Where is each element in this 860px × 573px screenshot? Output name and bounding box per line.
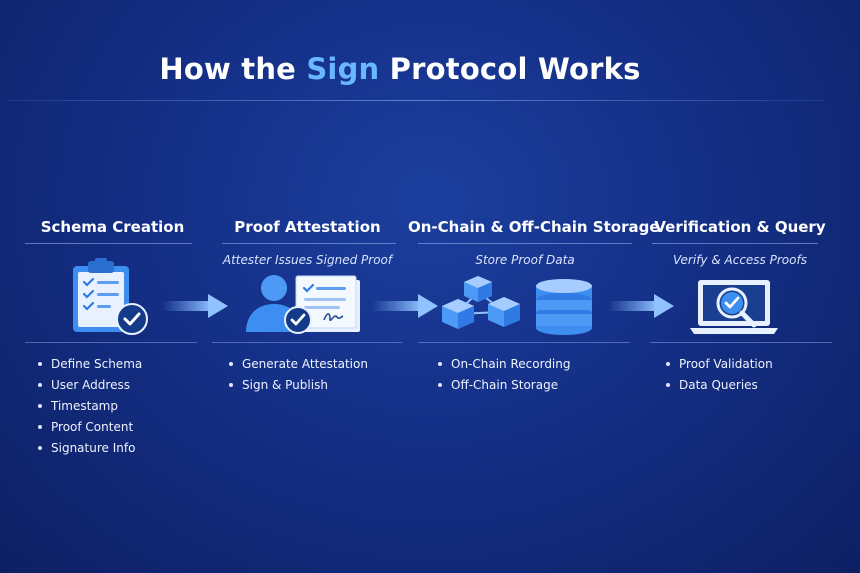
list-item: Proof Validation (666, 354, 773, 375)
list-item: Proof Content (38, 417, 142, 438)
database-icon (536, 279, 592, 335)
bullet-dot (229, 382, 233, 387)
list-item: Data Queries (666, 375, 773, 396)
bullet-dot (666, 382, 670, 387)
title-divider (8, 100, 824, 101)
bullet-dot (38, 445, 42, 450)
list-item: Define Schema (38, 354, 142, 375)
stage-divider (25, 342, 197, 343)
list-item: On-Chain Recording (438, 354, 571, 375)
bullet-dot (38, 424, 42, 429)
stage-title-rule (25, 243, 192, 244)
stage-items-storage: On-Chain Recording Off-Chain Storage (438, 354, 571, 396)
stage-subtitle: Store Proof Data (475, 253, 575, 267)
stage-items-verification: Proof Validation Data Queries (666, 354, 773, 396)
bullet-dot (38, 382, 42, 387)
title-prefix: How the (159, 52, 307, 86)
title-accent: Sign (306, 52, 380, 86)
stage-title-rule (222, 243, 396, 244)
list-item: Timestamp (38, 396, 142, 417)
stage-subtitle: Attester Issues Signed Proof (222, 253, 393, 267)
list-item: Signature Info (38, 438, 142, 459)
title-suffix: Protocol Works (379, 52, 641, 86)
stage-verification: Verification & Query Verify & Access Pro… (645, 0, 835, 573)
stage-storage: On-Chain & Off-Chain Storage Store Proof… (408, 0, 660, 573)
list-item: Off-Chain Storage (438, 375, 571, 396)
bullet-dot (438, 382, 442, 387)
list-item: Generate Attestation (229, 354, 368, 375)
bullet-dot (229, 361, 233, 366)
attester-document-icon (246, 275, 360, 334)
list-item: User Address (38, 375, 142, 396)
stage-items-attestation: Generate Attestation Sign & Publish (229, 354, 368, 396)
stage-title: Schema Creation (40, 218, 185, 236)
flow-arrow-icon (162, 294, 228, 318)
stage-schema-creation: Schema Creation (20, 0, 205, 573)
stage-divider (650, 342, 832, 343)
stage-proof-attestation: Proof Attestation Attester Issues Signed… (215, 0, 400, 573)
laptop-verify-icon (690, 280, 778, 334)
stage-title-rule (652, 243, 818, 244)
clipboard-check-icon (73, 258, 148, 335)
flow-arrow-icon (372, 294, 438, 318)
page-title: How the Sign Protocol Works (0, 52, 800, 86)
bullet-dot (38, 403, 42, 408)
stage-title: Verification & Query (654, 218, 826, 236)
bullet-dot (666, 361, 670, 366)
blocks-database-icon (442, 276, 592, 335)
bullet-dot (438, 361, 442, 366)
stage-title: Proof Attestation (234, 218, 381, 236)
stage-divider (212, 342, 402, 343)
stage-subtitle: Verify & Access Proofs (673, 253, 807, 267)
list-item: Sign & Publish (229, 375, 368, 396)
stage-items-schema: Define Schema User Address Timestamp Pro… (38, 354, 142, 459)
stage-title-rule (418, 243, 632, 244)
bullet-dot (38, 361, 42, 366)
flow-arrow-icon (608, 294, 674, 318)
stage-divider (418, 342, 630, 343)
stage-title: On-Chain & Off-Chain Storage (408, 218, 660, 236)
blockchain-blocks-icon (442, 276, 520, 329)
